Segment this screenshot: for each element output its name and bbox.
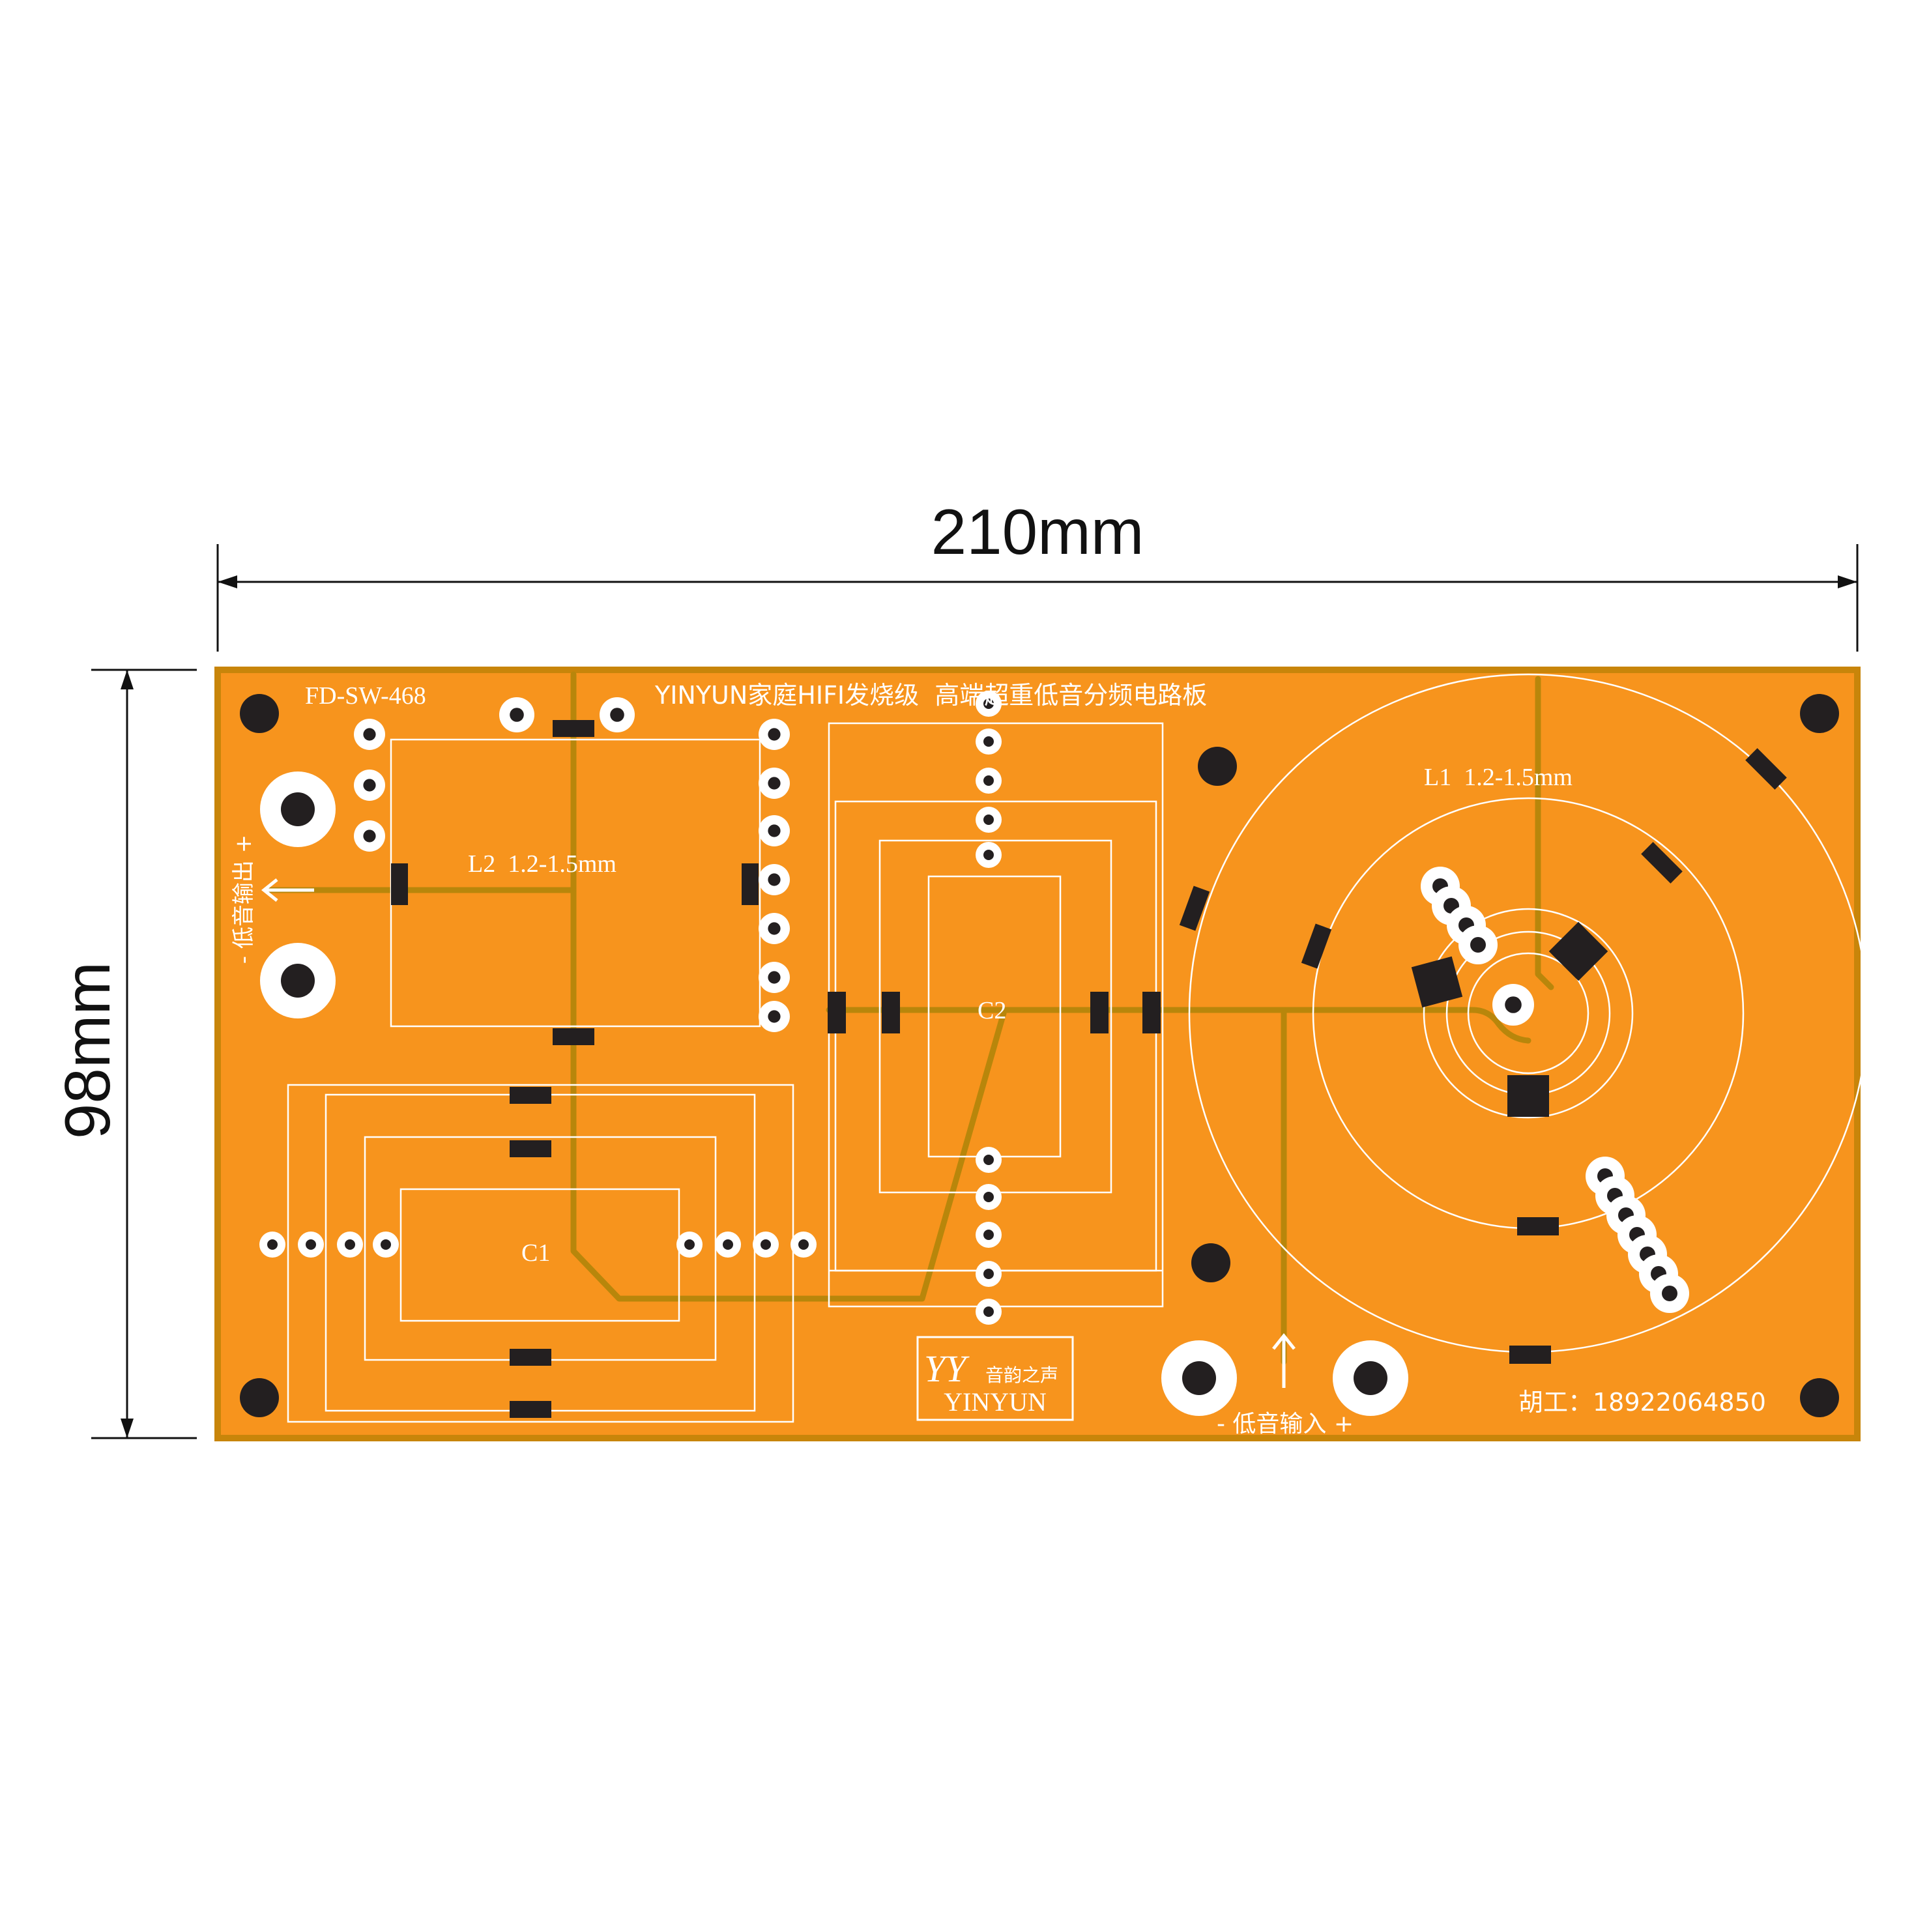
through-hole-drill [1505,996,1522,1013]
through-hole-drill [768,922,781,935]
contact-info: 胡工：18922064850 [1518,1388,1766,1417]
mounting-hole [1191,1243,1230,1282]
through-hole-drill [983,1230,994,1240]
smd-pads [391,720,1787,1418]
width-dimension: 210mm [216,496,1859,652]
through-hole-drill [306,1239,316,1250]
through-hole-drill [381,1239,391,1250]
mounting-hole [1800,694,1839,733]
mounting-hole [240,694,279,733]
through-hole-drill [983,850,994,860]
through-hole-drill [768,824,781,837]
through-hole-drill [723,1239,733,1250]
through-hole-drill [983,1155,994,1165]
through-hole-drill [684,1239,695,1250]
mounting-hole [240,1378,279,1417]
through-hole-drill [1470,937,1486,953]
through-hole-drill [610,708,624,722]
through-hole-drill [363,829,376,843]
logo-english: YINYUN [944,1387,1047,1417]
through-hole-drill [345,1239,355,1250]
through-hole-drill [983,775,994,786]
through-hole-drill [983,815,994,825]
through-hole-drill [768,728,781,741]
through-hole-drill [983,1192,994,1202]
through-hole-drill [983,699,994,709]
through-hole-drill [1662,1286,1677,1301]
output-terminals [260,771,336,1018]
height-dimension: 98mm [51,669,197,1439]
inductor-l1-label: L1 1.2-1.5mm [1424,764,1573,791]
through-hole-pads [259,691,1689,1325]
pcb-board [214,667,1861,1441]
board-model: FD-SW-468 [305,682,426,710]
output-label: - 低音输出 + [231,835,257,964]
mounting-holes [240,694,1839,1417]
mounting-hole [1198,747,1237,786]
through-hole-drill [761,1239,771,1250]
through-hole-drill [983,1269,994,1279]
logo-chinese: 音韵之声 [985,1364,1058,1386]
capacitor-c1-label: C1 [521,1239,550,1267]
through-hole-drill [768,873,781,886]
capacitor-c2-label: C2 [978,997,1006,1024]
height-dimension-label: 98mm [51,962,123,1139]
input-arrow-icon [1272,1333,1296,1388]
through-hole-drill [768,1010,781,1023]
through-hole-drill [983,736,994,747]
mounting-hole [1800,1378,1839,1417]
input-label: - 低音输入 + [1217,1411,1354,1437]
through-hole-drill [363,728,376,741]
output-arrow-icon [261,878,314,902]
logo-mark: YY [924,1348,970,1390]
yinyun-logo: YY 音韵之声 YINYUN [916,1336,1074,1421]
through-hole-drill [267,1239,278,1250]
through-hole-drill [983,1306,994,1317]
through-hole-drill [768,971,781,984]
input-terminals [1161,1340,1408,1416]
through-hole-drill [768,777,781,790]
width-dimension-label: 210mm [931,496,1144,568]
board-title: YINYUN家庭HIFI发烧级 高端超重低音分频电路板 [654,681,1207,710]
through-hole-drill [363,779,376,792]
through-hole-drill [798,1239,809,1250]
through-hole-drill [510,708,524,722]
inductor-l2-label: L2 1.2-1.5mm [468,850,616,878]
